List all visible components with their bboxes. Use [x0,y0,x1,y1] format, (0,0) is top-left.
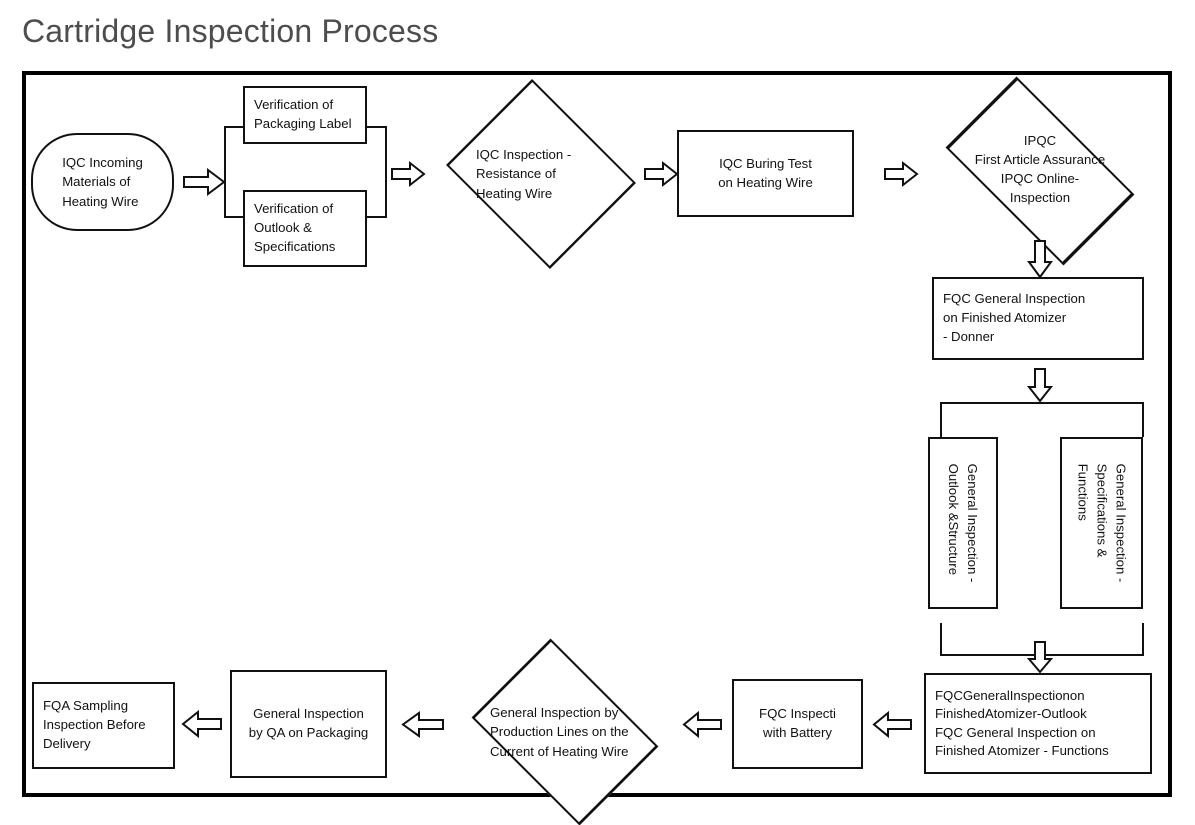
arrow-right-icon [183,168,226,196]
arrow-left-icon [181,709,222,739]
page-title: Cartridge Inspection Process [22,13,439,49]
node-general-inspection-qa-packaging[interactable]: General Inspection by QA on Packaging [230,670,387,778]
arrow-right-icon [644,160,679,188]
node-label: General Inspection by QA on Packaging [248,706,369,740]
node-general-inspection-specifications-functions[interactable]: General Inspection - Specifications & Fu… [1060,437,1143,609]
node-label: FQCGeneralInspectionon FinishedAtomizer-… [935,688,1109,758]
bracket-split-icon [223,126,245,218]
arrow-right-icon [391,160,426,188]
node-label: IQC Incoming Materials of Heating Wire [62,155,143,209]
node-label: FQA Sampling Inspection Before Delivery [43,698,146,751]
node-ipqc-first-article-assurance[interactable]: IPQC First Article Assurance IPQC Online… [922,76,1158,266]
node-label: FQC General Inspection on Finished Atomi… [943,291,1086,344]
node-verification-outlook-specifications[interactable]: Verification of Outlook & Specifications [243,190,367,267]
node-label: IQC Buring Test on Heating Wire [718,155,813,190]
arrow-left-icon [682,710,722,739]
node-label: FQC Inspecti with Battery [759,706,836,740]
diamond-shape [945,76,1135,266]
diamond-shape [446,79,636,269]
node-fqc-outlook-functions[interactable]: FQCGeneralInspectionon FinishedAtomizer-… [924,673,1152,774]
node-general-inspection-production-lines[interactable]: General Inspection by Production Lines o… [457,638,673,825]
node-fqc-inspection-battery[interactable]: FQC Inspecti with Battery [732,679,863,769]
arrow-right-icon [884,160,919,188]
node-iqc-incoming-materials[interactable]: IQC Incoming Materials of Heating Wire [31,133,174,231]
arrow-down-icon [1027,240,1053,279]
node-label: Verification of Outlook & Specifications [254,201,336,254]
node-iqc-buring-test[interactable]: IQC Buring Test on Heating Wire [677,130,854,217]
bracket-split-icon [940,402,1144,438]
arrow-left-icon [872,710,912,739]
node-verification-packaging-label[interactable]: Verification of Packaging Label [243,86,367,144]
arrow-down-icon [1026,641,1054,674]
arrow-down-icon [1026,368,1054,403]
node-label: Verification of Packaging Label [254,97,352,131]
node-label: General Inspection - Outlook &Structure [946,463,981,583]
node-fqa-sampling-inspection[interactable]: FQA Sampling Inspection Before Delivery [32,682,175,769]
bracket-merge-icon [366,126,388,218]
node-label: General Inspection - Specifications & Fu… [1074,463,1129,583]
diamond-shape [471,638,659,825]
node-general-inspection-outlook-structure[interactable]: General Inspection - Outlook &Structure [928,437,998,609]
node-iqc-inspection-resistance[interactable]: IQC Inspection - Resistance of Heating W… [437,79,645,269]
node-fqc-general-inspection-donner[interactable]: FQC General Inspection on Finished Atomi… [932,277,1144,360]
arrow-left-icon [401,711,444,738]
